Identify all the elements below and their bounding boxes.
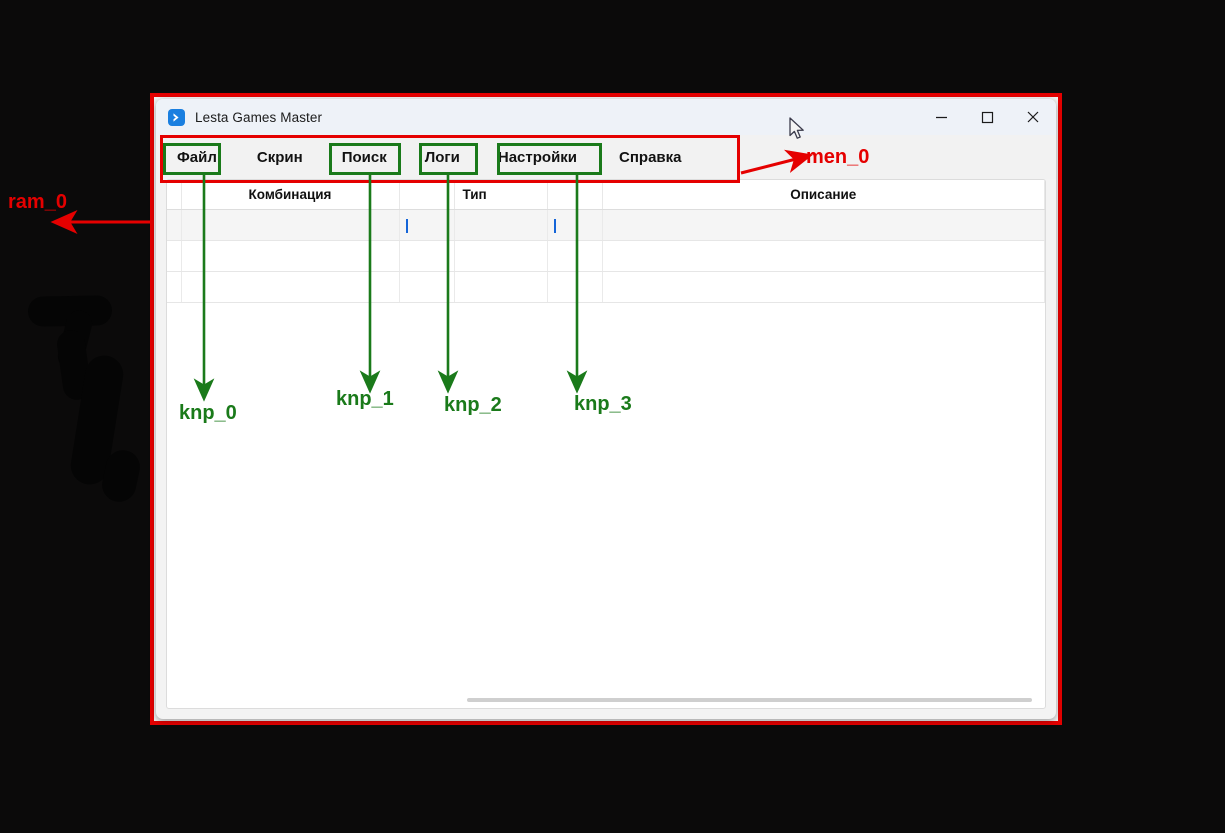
text-caret-icon: [553, 218, 556, 233]
menu-bar: Файл Скрин Поиск Логи Настройки Справка: [156, 135, 1056, 179]
annotation-label-ram-0: ram_0: [8, 191, 67, 213]
app-chevron-icon: [168, 108, 185, 126]
horizontal-scrollbar[interactable]: [467, 698, 1032, 702]
minimize-button[interactable]: [918, 99, 964, 135]
table-header-spacer-1: [399, 180, 455, 210]
text-caret-icon: [405, 218, 408, 233]
table-cell[interactable]: [181, 271, 400, 303]
table-header-combination[interactable]: Комбинация: [181, 180, 400, 210]
table-cell: [167, 271, 182, 303]
table-row[interactable]: [167, 271, 1045, 303]
table-cell[interactable]: [181, 240, 400, 272]
table-cell[interactable]: [547, 271, 603, 303]
table-header-type[interactable]: Тип: [454, 180, 548, 210]
table-grid: Комбинация Тип Описание: [167, 180, 1045, 303]
annotation-label-knp-3: knp_3: [574, 393, 632, 415]
menu-item-logs[interactable]: Логи: [424, 148, 460, 166]
table-cell: [167, 209, 182, 241]
table-cell[interactable]: [602, 271, 1045, 303]
table-cell[interactable]: [602, 240, 1045, 272]
table-row[interactable]: [167, 240, 1045, 272]
menu-item-file[interactable]: Файл: [177, 148, 217, 166]
annotation-label-knp-0: knp_0: [179, 402, 237, 424]
table-cell[interactable]: [454, 240, 548, 272]
table-cell-caret[interactable]: [399, 209, 455, 241]
application-window: Lesta Games Master: [156, 99, 1056, 719]
window-controls: [918, 99, 1056, 135]
annotation-label-knp-2: knp_2: [444, 394, 502, 416]
title-bar[interactable]: Lesta Games Master: [156, 99, 1056, 135]
table-cell[interactable]: [547, 240, 603, 272]
table-header-row: Комбинация Тип Описание: [167, 180, 1045, 210]
table-header-description[interactable]: Описание: [602, 180, 1045, 210]
annotation-label-men-0: men_0: [806, 146, 870, 168]
table-cell[interactable]: [454, 271, 548, 303]
menu-item-search[interactable]: Поиск: [341, 148, 387, 166]
shortcuts-table[interactable]: Комбинация Тип Описание: [166, 179, 1046, 709]
table-cell[interactable]: [399, 240, 455, 272]
menu-item-settings[interactable]: Настройки: [497, 148, 578, 166]
table-cell[interactable]: [454, 209, 548, 241]
table-cell-caret[interactable]: [547, 209, 603, 241]
menu-item-screen[interactable]: Скрин: [256, 148, 303, 166]
table-header-row-marker: [167, 180, 182, 210]
close-button[interactable]: [1010, 99, 1056, 135]
table-cell[interactable]: [181, 209, 400, 241]
annotation-label-knp-1: knp_1: [336, 388, 394, 410]
table-cell: [167, 240, 182, 272]
table-cell[interactable]: [602, 209, 1045, 241]
table-cell[interactable]: [399, 271, 455, 303]
maximize-button[interactable]: [964, 99, 1010, 135]
window-title: Lesta Games Master: [195, 109, 323, 125]
table-row[interactable]: [167, 209, 1045, 241]
table-header-spacer-2: [547, 180, 603, 210]
menu-item-help[interactable]: Справка: [619, 148, 682, 166]
